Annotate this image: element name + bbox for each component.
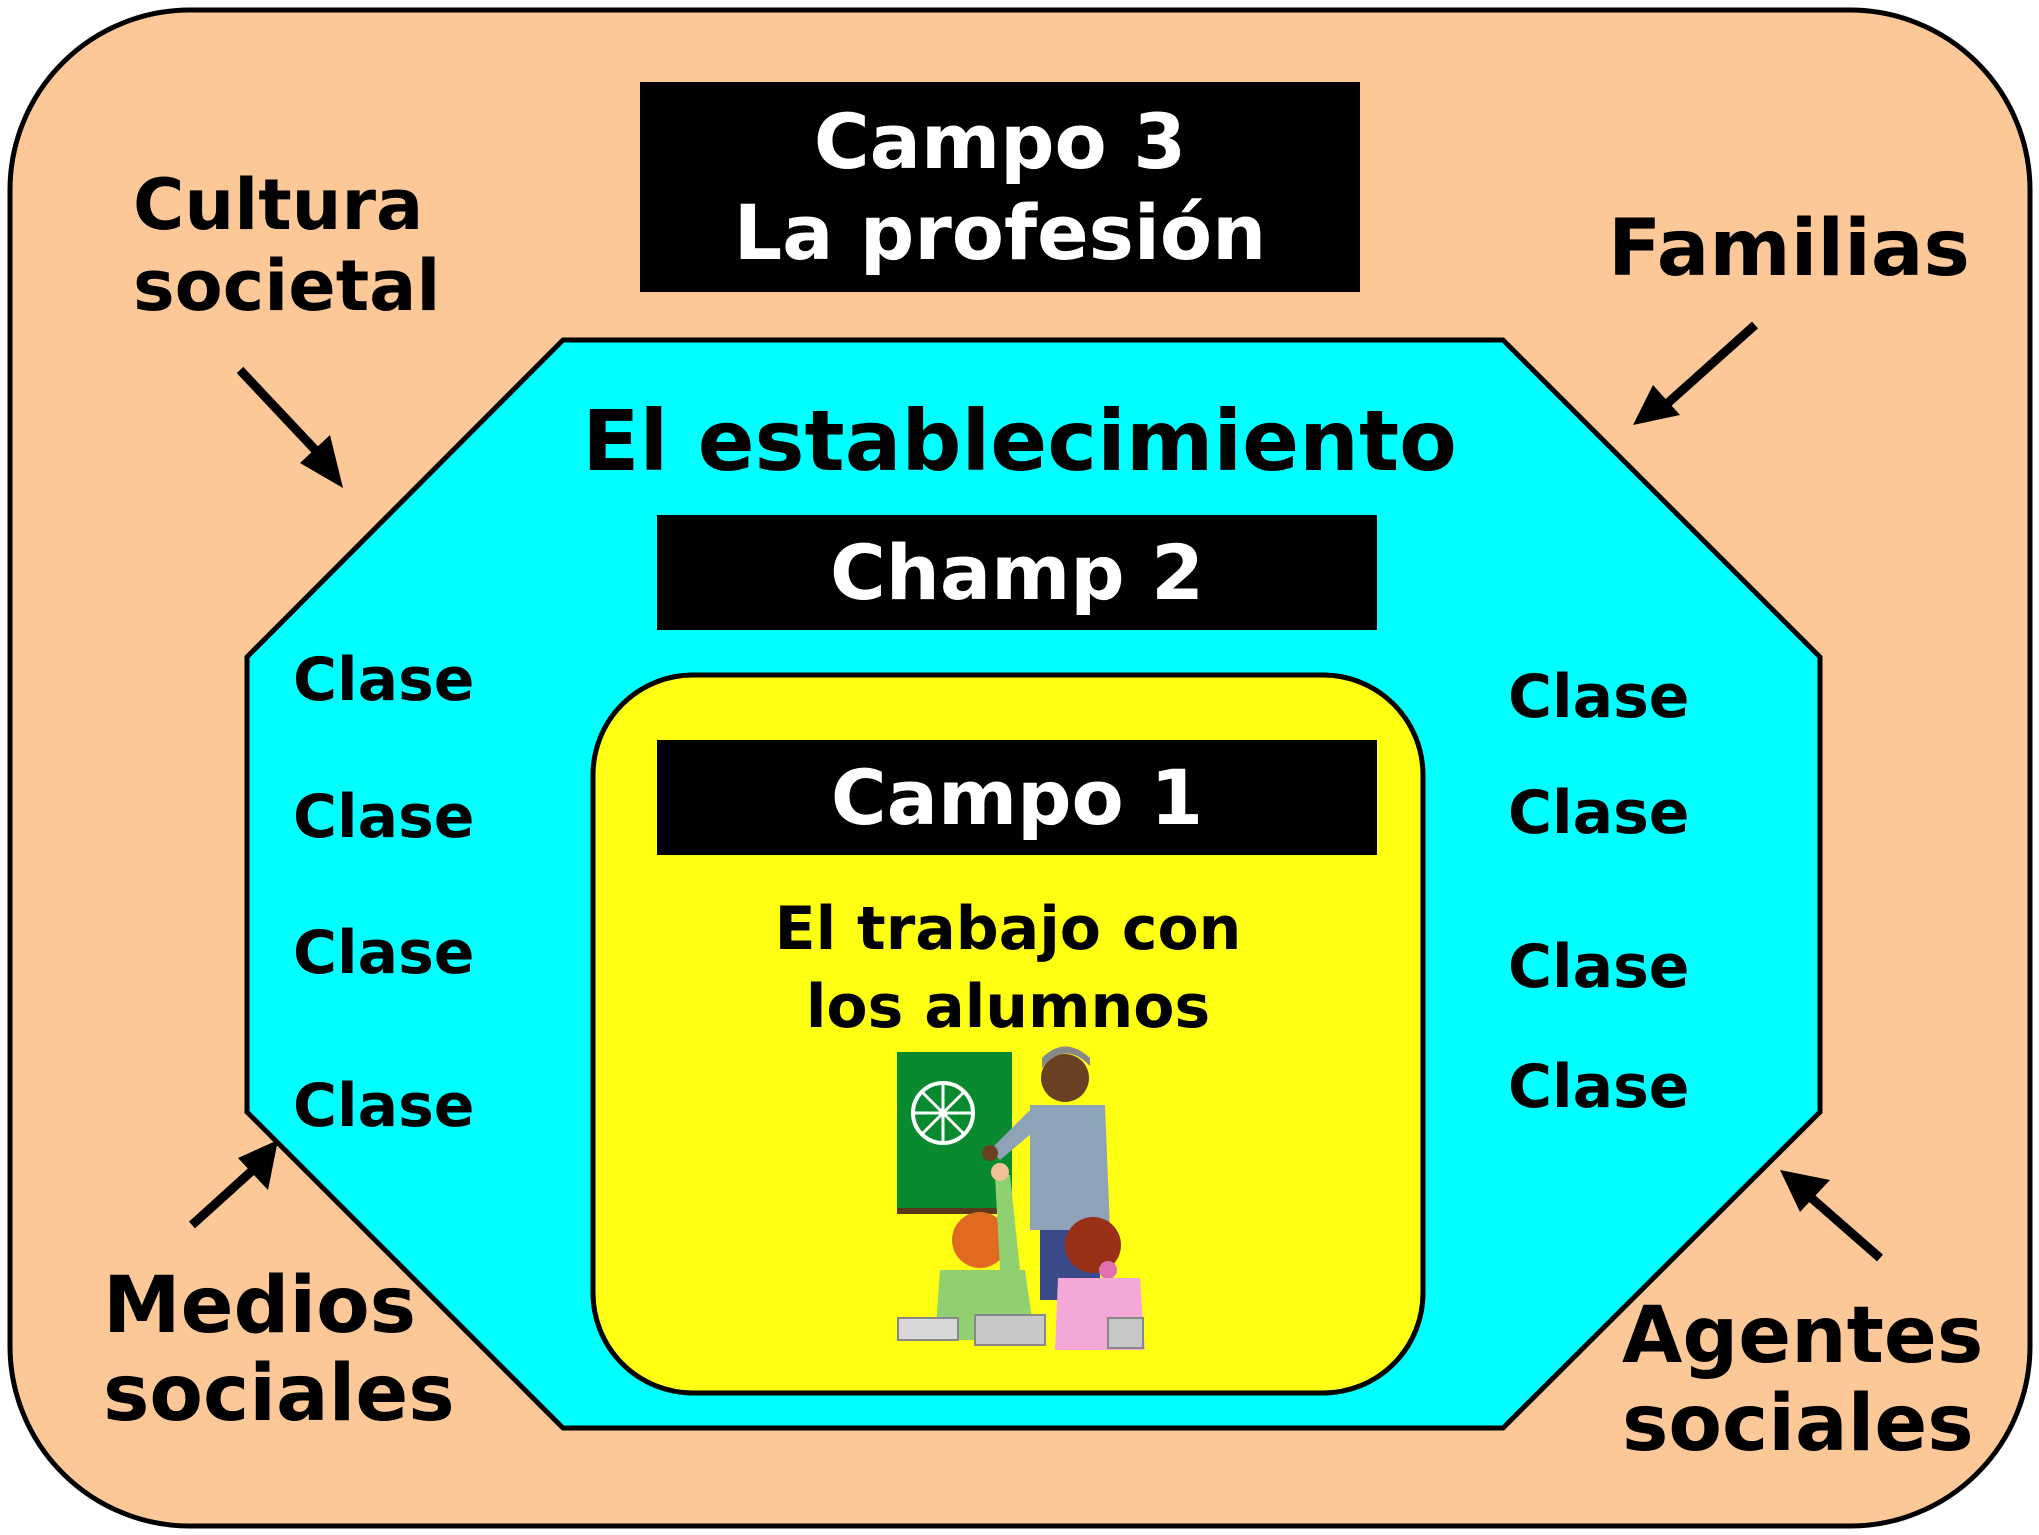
work-line2: los alumnos (805, 972, 1211, 1042)
label-agentes-line1: Agentes (1622, 1291, 1984, 1381)
work-with-students-text: El trabajo con los alumnos (593, 890, 1423, 1046)
arrows (188, 321, 1883, 1262)
clase-left-2: Clase (293, 782, 475, 852)
label-medios-sociales: Medios sociales (103, 1262, 455, 1438)
work-line1: El trabajo con (774, 894, 1242, 964)
champ2-box: Champ 2 (657, 515, 1377, 630)
campo3-box: Campo 3 La profesión (640, 82, 1360, 292)
arrow-medios-icon (188, 1140, 278, 1229)
campo3-title: Campo 3 (813, 96, 1187, 186)
clase-left-4: Clase (293, 1071, 475, 1141)
label-agentes-sociales: Agentes sociales (1622, 1292, 1983, 1468)
label-medios-line1: Medios (103, 1261, 417, 1351)
arrow-agentes-icon (1780, 1170, 1883, 1262)
label-agentes-line2: sociales (1622, 1379, 1974, 1470)
arrow-familias-icon (1633, 321, 1759, 425)
clase-right-3: Clase (1508, 932, 1690, 1002)
label-medios-line2: sociales (103, 1349, 455, 1440)
clase-right-2: Clase (1508, 778, 1690, 848)
teacher-classroom-icon (897, 1046, 1145, 1350)
establishment-title: El establecimiento (582, 392, 1457, 490)
clase-right-1: Clase (1508, 662, 1690, 732)
arrow-cultura-icon (236, 366, 343, 488)
clase-right-4: Clase (1508, 1052, 1690, 1122)
label-cultura-societal: Cultura societal (133, 165, 440, 326)
label-cultura-line1: Cultura (133, 164, 424, 246)
campo1-box: Campo 1 (657, 740, 1377, 855)
campo1-title: Campo 1 (830, 752, 1204, 842)
label-familias: Familias (1608, 204, 1970, 294)
champ2-title: Champ 2 (829, 527, 1205, 617)
label-cultura-line2: societal (133, 244, 441, 327)
clase-left-1: Clase (293, 645, 475, 715)
clase-left-3: Clase (293, 918, 475, 988)
campo3-subtitle: La profesión (733, 188, 1267, 277)
